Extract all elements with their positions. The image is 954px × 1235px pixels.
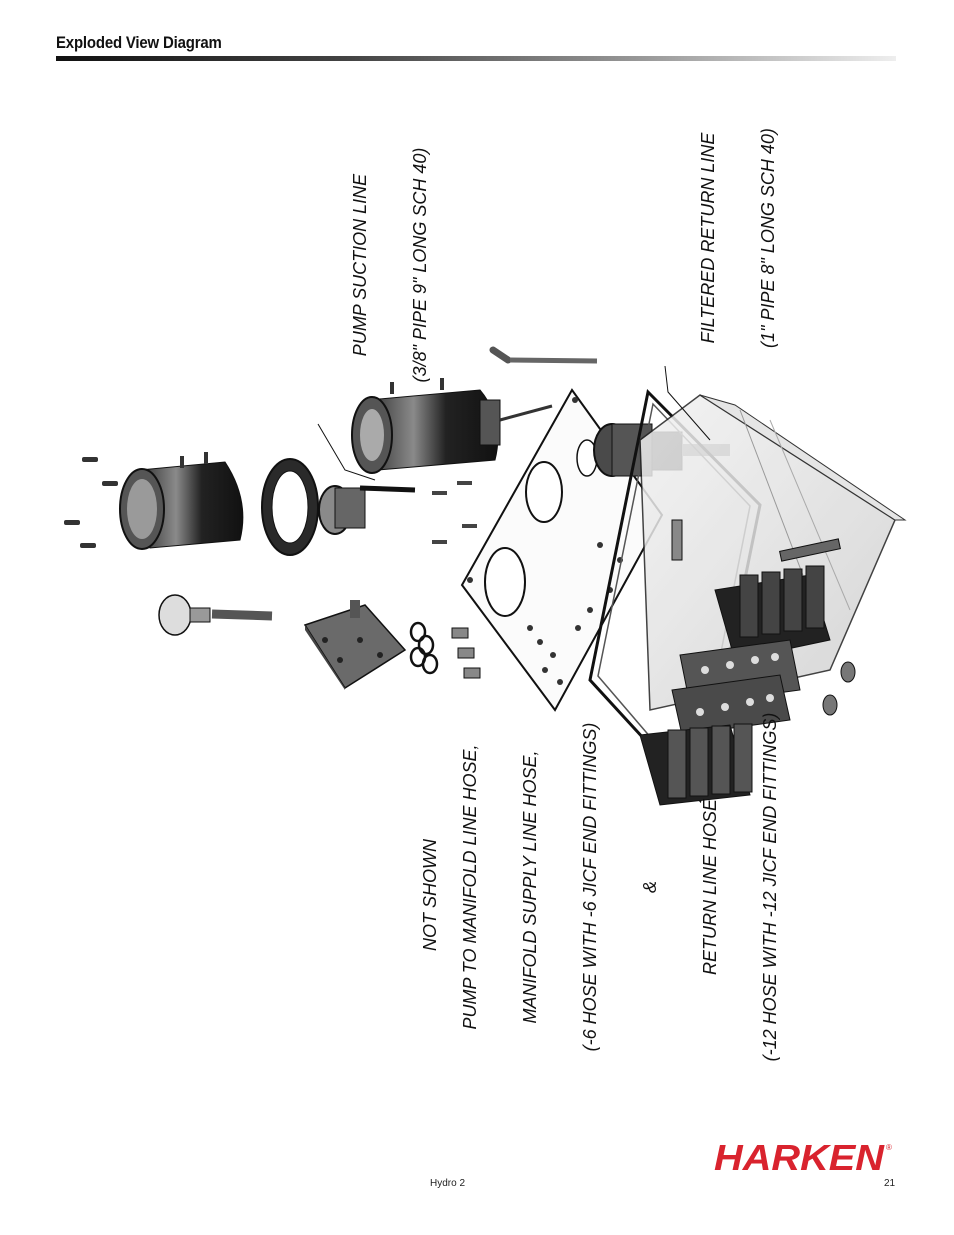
manifold-block-left <box>303 600 407 690</box>
pump <box>318 485 416 535</box>
label-pump-suction-line2: (3/8" PIPE 9" LONG SCH 40) <box>410 147 430 383</box>
manifold-blocks <box>671 639 801 736</box>
fittings-right <box>671 519 856 716</box>
fittings-left <box>451 627 481 679</box>
valve-bank-bottom <box>639 723 753 806</box>
suction-pipe <box>489 346 598 364</box>
label-filtered-return-line1: FILTERED RETURN LINE <box>698 132 718 344</box>
label-hose-line3: (-6 HOSE WITH -6 JICF END FITTINGS) <box>580 722 600 1052</box>
label-hose-line2: MANIFOLD SUPPLY LINE HOSE, <box>520 750 540 1024</box>
motor-cover <box>119 452 244 550</box>
leader-filtered-return <box>664 365 711 441</box>
label-hoses: PUMP TO MANIFOLD LINE HOSE, MANIFOLD SUP… <box>420 692 800 1082</box>
footer-doc-name: Hydro 2 <box>430 1178 466 1189</box>
leader-pump-suction <box>317 423 376 481</box>
o-rings <box>409 621 439 675</box>
harken-logo: HARKEN ® <box>714 1140 892 1174</box>
harken-logo-text: HARKEN <box>714 1140 885 1174</box>
label-hose-line1: PUMP TO MANIFOLD LINE HOSE, <box>460 744 480 1030</box>
footer-page-number: 21 <box>884 1178 896 1189</box>
label-hose-line4: & <box>640 881 660 894</box>
bolts-left <box>64 457 118 548</box>
filler-knob <box>158 594 273 636</box>
page-title: Exploded View Diagram <box>56 33 222 52</box>
label-filtered-return: FILTERED RETURN LINE (1" PIPE 8" LONG SC… <box>658 113 798 363</box>
bolts-middle <box>432 481 477 544</box>
gasket-ring <box>261 458 319 556</box>
reservoir-tank <box>639 394 907 711</box>
main-motor <box>351 378 553 474</box>
label-pump-suction-line1: PUMP SUCTION LINE <box>350 173 370 357</box>
label-hose-line6: (-12 HOSE WITH -12 JICF END FITTINGS) <box>760 712 780 1062</box>
label-filtered-return-line2: (1" PIPE 8" LONG SCH 40) <box>758 128 778 348</box>
header-rule <box>56 56 896 61</box>
label-pump-suction: PUMP SUCTION LINE (3/8" PIPE 9" LONG SCH… <box>310 135 450 395</box>
label-hose-line5: RETURN LINE HOSE <box>700 798 720 976</box>
registered-mark: ® <box>886 1143 892 1152</box>
valve-bank-top <box>714 565 831 661</box>
